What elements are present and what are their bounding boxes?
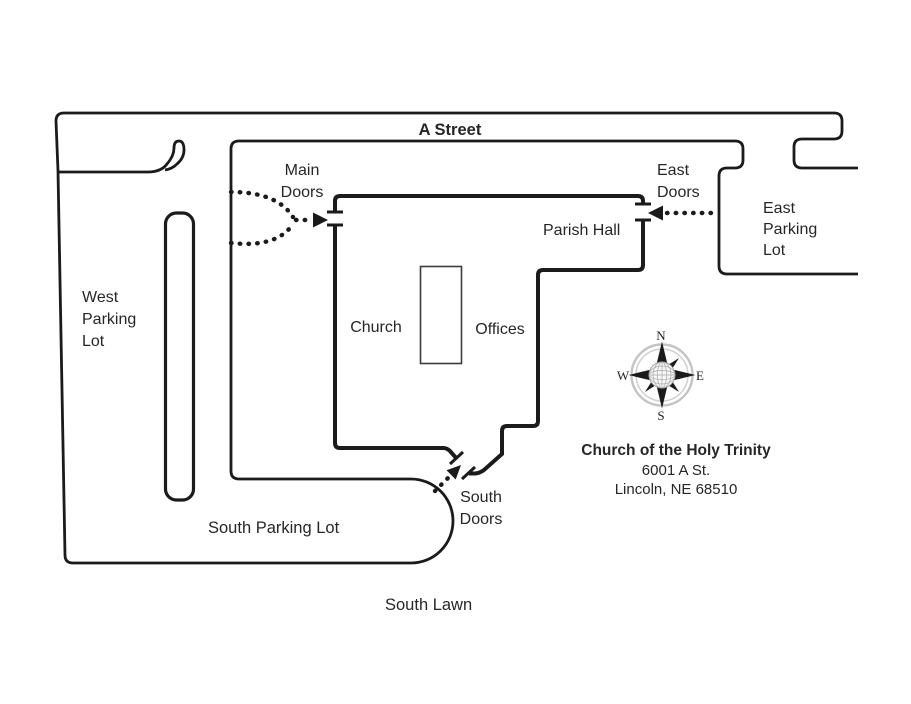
church-label: Church	[350, 319, 402, 336]
west-entrance-curb	[58, 139, 186, 174]
arrowhead-icon	[648, 205, 663, 221]
a-street-road-outline	[54, 111, 858, 172]
west-parking-lot-line2: Parking	[82, 311, 137, 328]
compass-globe	[648, 361, 676, 389]
east-doors-label-line2: Doors	[657, 184, 700, 201]
compass-rose-icon: N S W E	[617, 328, 704, 423]
main-doors-label: Main Doors	[262, 160, 342, 204]
south-doors-marks	[448, 450, 477, 481]
east-doors-label: East Doors	[657, 160, 700, 204]
main-doors-label-line2: Doors	[280, 184, 324, 201]
address-street: 6001 A St.	[641, 461, 711, 479]
south-doors-label: South Doors	[441, 487, 521, 531]
south-parking-lot-label: South Parking Lot	[208, 519, 340, 537]
arrowhead-icon	[446, 465, 461, 480]
building-wall-north	[333, 194, 645, 212]
east-doors-label-line1: East	[657, 162, 690, 179]
south-doors-label-line2: Doors	[459, 511, 503, 528]
compass-label-w: W	[617, 368, 630, 383]
east-parking-lot-line1: East	[763, 200, 796, 217]
compass-label-s: S	[657, 408, 664, 423]
east-parking-lot-line3: Lot	[763, 242, 786, 259]
south-lawn-label: South Lawn	[385, 596, 473, 614]
address-name: Church of the Holy Trinity	[581, 442, 771, 459]
building-outline	[333, 194, 645, 476]
south-doors-label-line1: South	[460, 489, 502, 506]
south-doors-arrow	[432, 465, 461, 494]
a-street-label: A Street	[418, 121, 482, 139]
building-wall-west	[333, 225, 459, 461]
parking-perimeter-outline	[56, 139, 858, 565]
compass-label-n: N	[656, 328, 666, 343]
east-doors-arrow	[648, 205, 714, 221]
main-doors-arrow	[228, 189, 328, 246]
compass-label-e: E	[696, 368, 704, 383]
address-block: Church of the Holy Trinity 6001 A St. Li…	[566, 441, 786, 500]
arrowhead-icon	[313, 212, 328, 228]
address-city: Lincoln, NE 68510	[614, 481, 738, 498]
east-parking-lot-line2: Parking	[763, 221, 818, 238]
main-doors-label-line1: Main	[284, 162, 320, 179]
east-doors-marks	[635, 202, 651, 222]
parking-island	[163, 211, 196, 502]
offices-label: Offices	[475, 321, 525, 338]
west-parking-lot-line1: West	[82, 289, 119, 306]
west-parking-lot-label: West Parking Lot	[82, 287, 136, 353]
parish-hall-label: Parish Hall	[543, 222, 621, 239]
west-parking-lot-line3: Lot	[82, 333, 105, 350]
building-wall-east-south	[469, 220, 645, 476]
offices-rectangle	[419, 265, 463, 365]
main-doors-marks	[327, 210, 343, 227]
east-parking-lot-label: East Parking Lot	[763, 198, 817, 261]
